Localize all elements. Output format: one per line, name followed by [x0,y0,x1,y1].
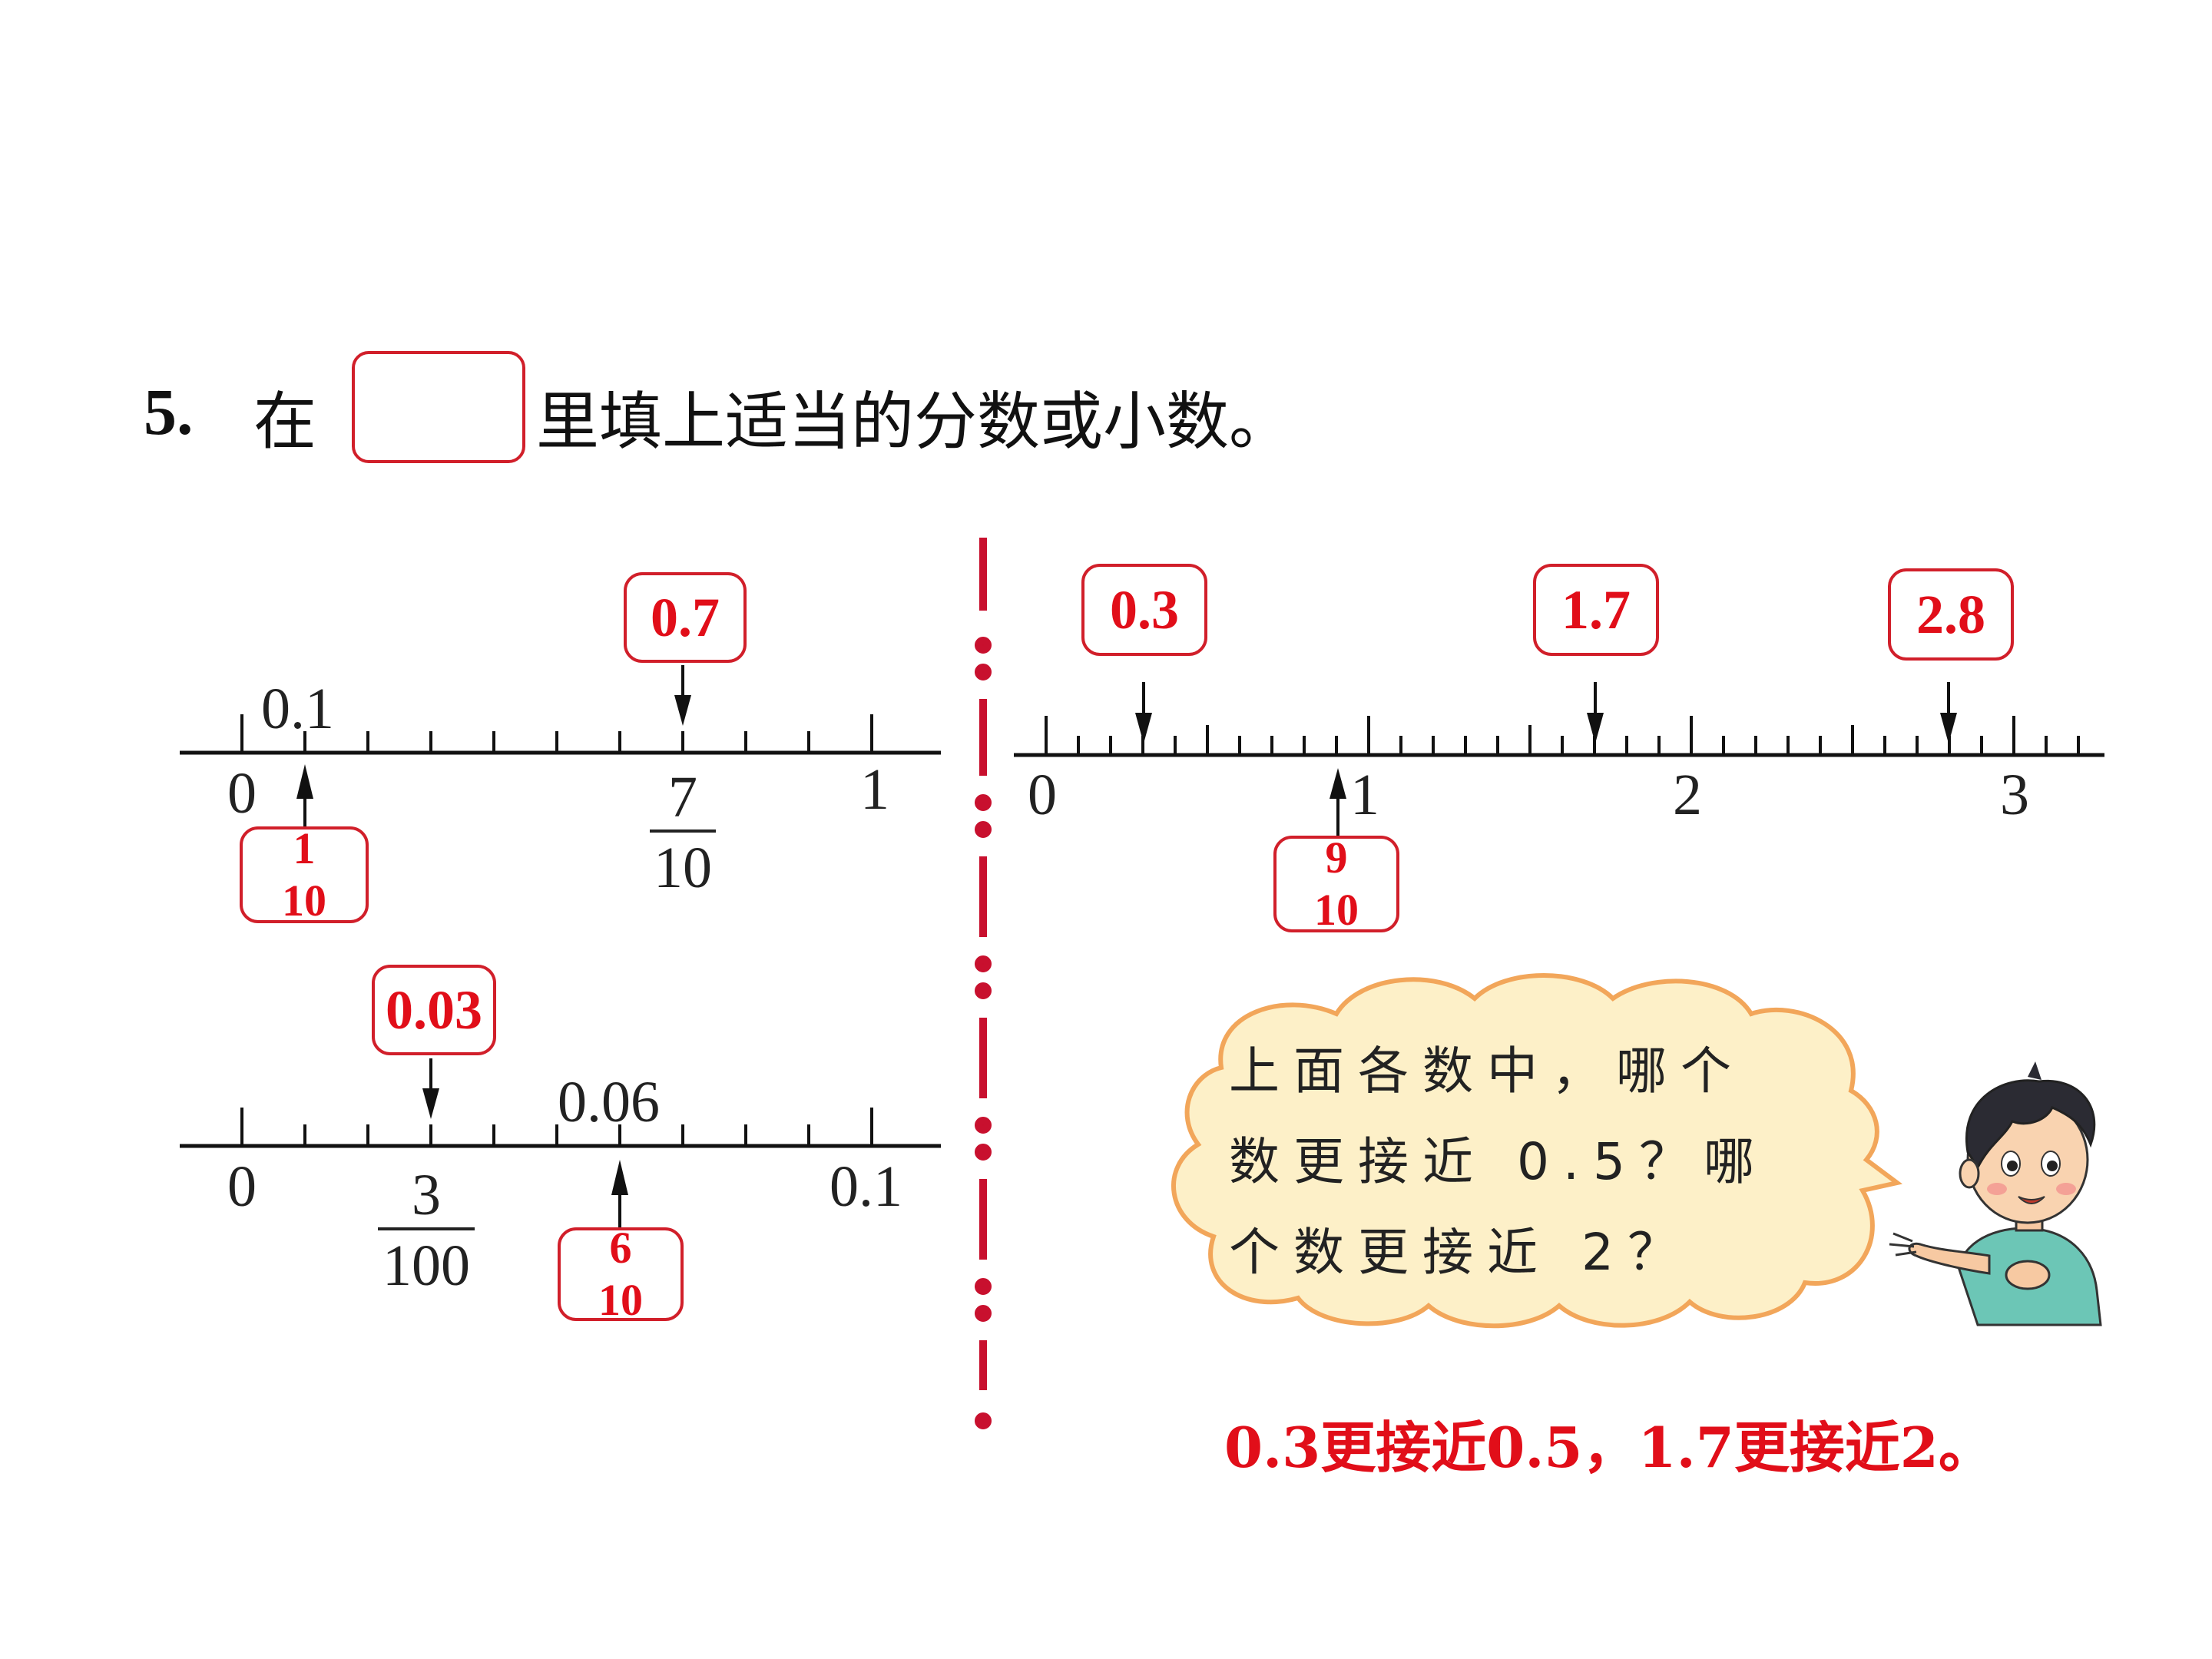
answer-box-2-8[interactable]: 2.8 [1888,568,2014,661]
line-c-label-2: 2 [1673,763,1702,827]
line-c-label-0: 0 [1028,763,1057,827]
line-c-label-1: 1 [1350,763,1379,827]
dashed-divider [975,538,992,1429]
question-text-before: 在 [253,386,317,459]
fraction-denominator: 10 [654,836,712,900]
answer-box-fraction-9-10[interactable]: 9 10 [1273,836,1399,932]
line-b-label-above: 0.06 [558,1070,660,1134]
bubble-line-2: 数更接近 0.5？哪 [1229,1132,1768,1191]
boy-character-icon [1889,1061,2102,1326]
fraction-bar [378,1227,475,1230]
fraction-denominator: 100 [382,1233,470,1298]
line-a-label-one: 1 [860,757,889,822]
fraction-numerator: 9 [1325,833,1348,882]
answer-box-0-3[interactable]: 0.3 [1081,564,1207,656]
question-number: 5. [144,375,194,449]
answer-box-0-7[interactable]: 0.7 [624,572,747,663]
line-b-label-end: 0.1 [830,1154,902,1219]
bubble-line-1: 上面各数中，哪个 [1229,1041,1745,1101]
answer-box-fraction-6-10[interactable]: 6 10 [558,1223,684,1325]
fraction-numerator: 1 [293,823,316,873]
line-a-label-zero: 0 [227,761,257,826]
speech-bubble [1171,973,1903,1329]
fraction-bar [650,830,716,833]
line-b-label-zero: 0 [227,1154,257,1219]
fraction-numerator: 3 [412,1163,441,1227]
number-line-a [180,665,941,828]
answer-box-fraction-1-10[interactable]: 1 10 [240,826,369,923]
line-c-label-3: 3 [2000,763,2029,827]
fraction-denominator: 10 [1314,885,1359,935]
bubble-line-3: 个数更接近 2？ [1229,1223,1692,1282]
answer-box-0-03[interactable]: 0.03 [372,965,496,1055]
question-text-after: 里填上适当的分数或小数。 [536,386,1293,459]
line-b-given-fraction: 3 100 [378,1166,475,1295]
line-a-given-fraction: 7 10 [650,768,716,897]
fraction-denominator: 10 [598,1275,643,1325]
fraction-numerator: 6 [609,1223,632,1273]
line-a-label-above: 0.1 [261,677,334,741]
number-line-c [1014,682,2104,839]
number-line-b [180,1058,941,1229]
fraction-denominator: 10 [282,876,326,926]
answer-text: 0.3更接近0.5，1.7更接近2。 [1224,1415,1994,1480]
answer-box-1-7[interactable]: 1.7 [1533,564,1659,656]
question-blank-box [352,351,525,463]
fraction-numerator: 7 [668,765,697,830]
